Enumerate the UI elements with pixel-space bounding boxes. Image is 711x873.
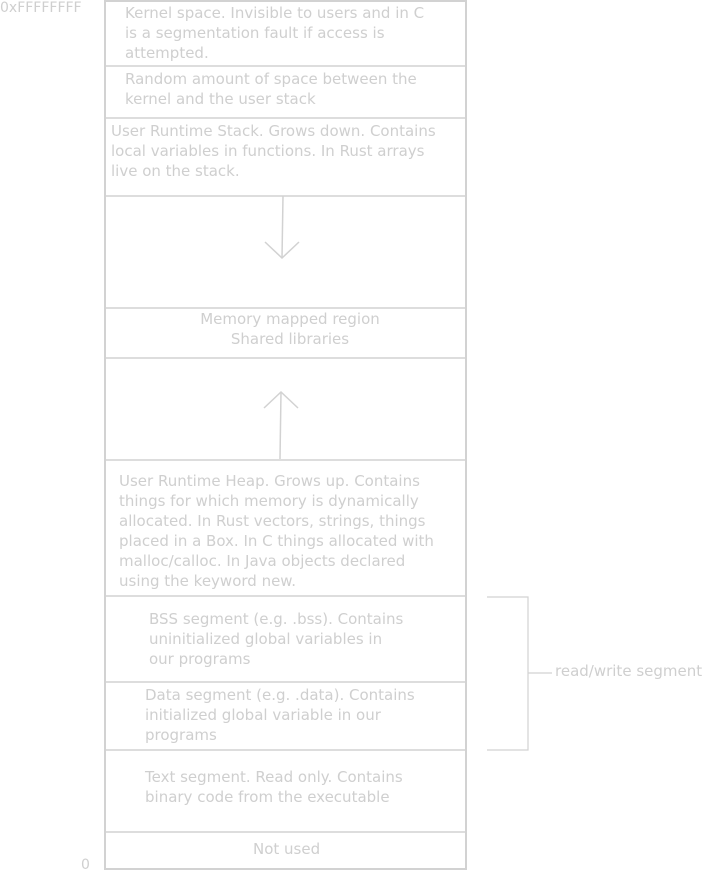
kernel-space-label: Kernel space. Invisible to users and in … <box>125 4 425 62</box>
bss-label: BSS segment (e.g. .bss). Contains uninit… <box>149 610 404 668</box>
data-segment-label: Data segment (e.g. .data). Contains init… <box>145 686 415 744</box>
arrow-up-icon <box>263 390 299 460</box>
mmap-label: Memory mapped region Shared libraries <box>200 310 380 348</box>
text-segment-label: Text segment. Read only. Contains binary… <box>145 768 403 806</box>
random-gap-label: Random amount of space between the kerne… <box>125 70 417 108</box>
heap-label: User Runtime Heap. Grows up. Contains th… <box>119 472 434 590</box>
rw-segment-label: read/write segment <box>555 662 703 680</box>
address-bottom-label: 0 <box>81 857 90 873</box>
address-top-label: 0xFFFFFFFF <box>0 0 82 16</box>
arrow-down-icon <box>264 195 300 260</box>
memory-box-outline <box>104 0 467 870</box>
not-used-label: Not used <box>253 840 321 858</box>
stack-label: User Runtime Stack. Grows down. Contains… <box>111 122 436 180</box>
rw-segment-bracket <box>487 596 552 751</box>
